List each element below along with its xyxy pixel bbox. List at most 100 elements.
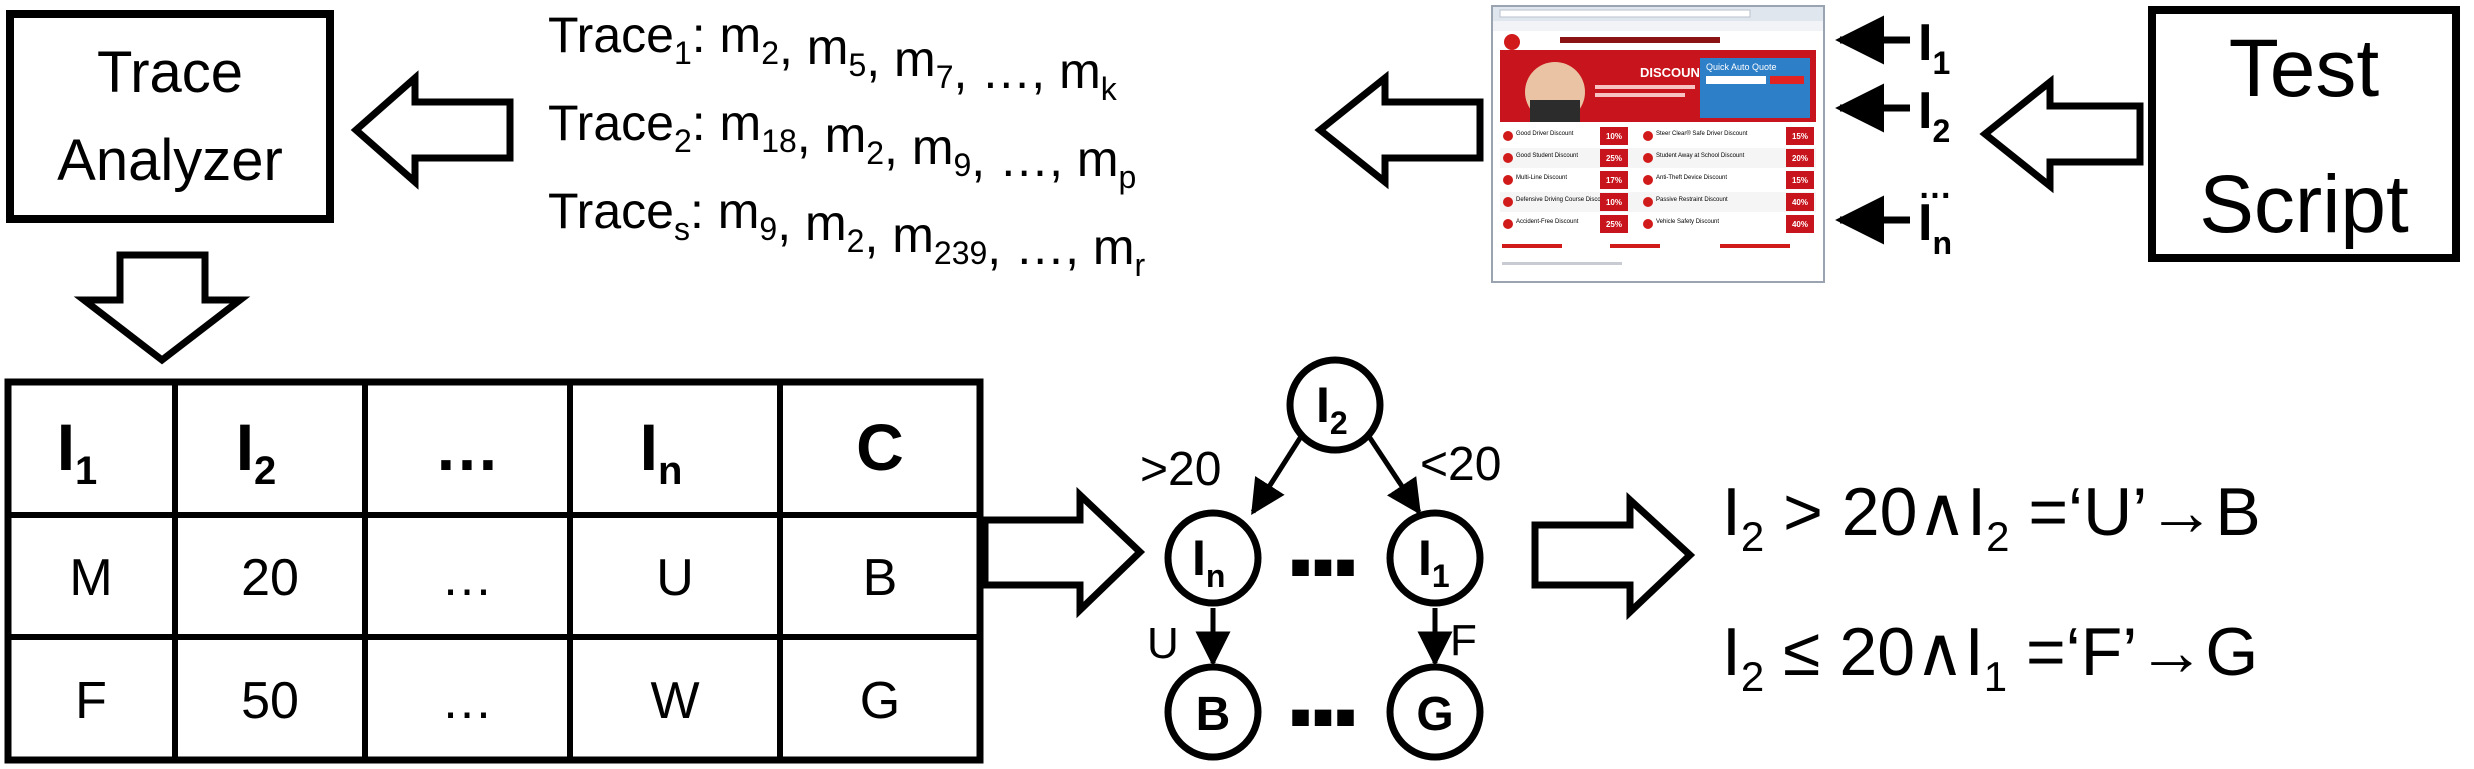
discount-left-label: Good Driver Discount xyxy=(1516,131,1574,137)
method-name: m xyxy=(825,107,867,163)
rule-operator: ≤ 20∧ xyxy=(1764,614,1965,690)
tree-edge-label-gt20: >20 xyxy=(1140,443,1221,496)
input-label: I1 xyxy=(1918,14,1950,81)
separator: , xyxy=(1031,43,1059,99)
method-name: m xyxy=(720,95,762,151)
discount-right-label: Vehicle Safety Discount xyxy=(1656,219,1719,225)
rule-var: I xyxy=(1967,474,1986,550)
rule-tail: =‘U’→B xyxy=(2009,474,2260,550)
tree-edge-label-u: U xyxy=(1147,619,1179,668)
block-arrow-tree-to-rules xyxy=(1531,492,1696,621)
method-name: m xyxy=(718,183,760,239)
trace-label: Trace xyxy=(548,95,674,151)
header-letter: I xyxy=(640,410,658,484)
method-name: m xyxy=(807,19,849,75)
discount-left-percent: 17% xyxy=(1606,176,1622,185)
header-letter: I xyxy=(236,410,254,484)
brand-logo-icon xyxy=(1504,34,1520,50)
discount-right-label: Student Away at School Discount xyxy=(1656,153,1745,159)
tree-root-label: I2 xyxy=(1316,377,1348,441)
tree-dots-bottom: ■■■ xyxy=(1290,698,1358,736)
tree-edge-label-f: F xyxy=(1450,616,1477,665)
method-subscript: 2 xyxy=(847,223,865,259)
header-letter: … xyxy=(434,410,500,484)
hero-brand-text: DISCOUNT xyxy=(1640,65,1708,80)
separator: , xyxy=(779,19,807,75)
header-letter: I xyxy=(57,410,75,484)
trace-analyzer-box: Trace Analyzer xyxy=(6,10,334,223)
trace-label: Trace xyxy=(548,183,674,239)
method-subscript: 7 xyxy=(936,59,954,95)
method-name: m xyxy=(720,7,762,63)
separator: , xyxy=(864,207,892,263)
trace-line: Trace1: m2, m5, m7, …, mk xyxy=(548,7,1118,107)
table-cell: 50 xyxy=(241,672,299,730)
trace-line: Traces: m9, m2, m239, …, mr xyxy=(548,183,1146,283)
method-name: m xyxy=(1059,43,1101,99)
tree-node-right xyxy=(1386,509,1484,607)
trace-label: Trace xyxy=(548,7,674,63)
input-letter: I xyxy=(1918,82,1932,140)
method-name: m xyxy=(1093,219,1135,275)
method-subscript: 239 xyxy=(934,235,987,271)
tree-edge-root-right xyxy=(1365,433,1422,515)
table-cell: M xyxy=(69,549,112,607)
table-cell: F xyxy=(75,672,107,730)
trace-subscript: s xyxy=(674,211,690,247)
tree-edge-label-lt20: <20 xyxy=(1420,438,1501,491)
block-arrow-analyzer-to-table xyxy=(73,251,251,365)
rule-line: I2 ≤ 20∧I1 =‘F’→G xyxy=(1722,614,2258,700)
tree-left-label: In xyxy=(1192,530,1225,594)
discount-row: Defensive Driving Course Discount10%Pass… xyxy=(1500,192,1816,212)
test-script-box: Test Script xyxy=(2148,6,2460,262)
discount-right-label: Passive Restraint Discount xyxy=(1656,197,1728,203)
discount-right-percent: 40% xyxy=(1792,198,1808,207)
method-subscript: 2 xyxy=(761,35,779,71)
header-subscript: 1 xyxy=(75,449,97,493)
table-cell: B xyxy=(863,549,898,607)
method-subscript: 2 xyxy=(866,135,884,171)
table-cell: … xyxy=(441,672,493,730)
rule-subscript: 2 xyxy=(1741,653,1764,700)
discount-left-label: Multi-Line Discount xyxy=(1516,175,1567,181)
test-script-line2: Script xyxy=(2199,159,2409,250)
rule-line: I2 > 20∧I2 =‘U’→B xyxy=(1722,474,2261,560)
header-subscript: 2 xyxy=(254,449,276,493)
quote-panel xyxy=(1700,58,1810,118)
rule-subscript: 2 xyxy=(1986,513,2009,560)
discount-left-percent: 25% xyxy=(1606,220,1622,229)
tree-leaf-left-label: B xyxy=(1196,688,1231,741)
input-subscript: 2 xyxy=(1932,113,1950,149)
discount-left-percent: 10% xyxy=(1606,132,1622,141)
table-cell: W xyxy=(650,672,699,730)
rule-var: I xyxy=(1722,474,1741,550)
separator: , xyxy=(777,195,805,251)
discount-right-percent: 15% xyxy=(1792,176,1808,185)
separator: , xyxy=(884,119,912,175)
table-header-cell: I1 xyxy=(57,410,98,493)
rule-tail: =‘F’→G xyxy=(2007,614,2258,690)
discount-right-percent: 20% xyxy=(1792,154,1808,163)
tree-node-left xyxy=(1164,509,1262,607)
input-subscript: n xyxy=(1932,225,1952,261)
discount-right-label: Steer Clear® Safe Driver Discount xyxy=(1656,130,1748,137)
rule-list: I2 > 20∧I2 =‘U’→BI2 ≤ 20∧I1 =‘F’→G xyxy=(1722,474,2261,700)
discount-left-percent: 10% xyxy=(1606,198,1622,207)
tree-leaf-left xyxy=(1164,663,1262,761)
input-label: In xyxy=(1918,194,1952,261)
input-ellipsis: … xyxy=(1918,168,1952,206)
rule-operator: > 20∧ xyxy=(1764,474,1967,550)
tree-edge-root-left xyxy=(1250,433,1305,515)
table-header-cell: C xyxy=(856,410,904,484)
webpage-screenshot: DISCOUNT Quick Auto Quote Good Driver Di… xyxy=(1491,5,1825,283)
table-header-cell: In xyxy=(640,410,683,493)
method-subscript: k xyxy=(1101,71,1118,107)
block-arrow-table-to-tree xyxy=(981,486,1146,619)
method-name: m xyxy=(1077,131,1119,187)
